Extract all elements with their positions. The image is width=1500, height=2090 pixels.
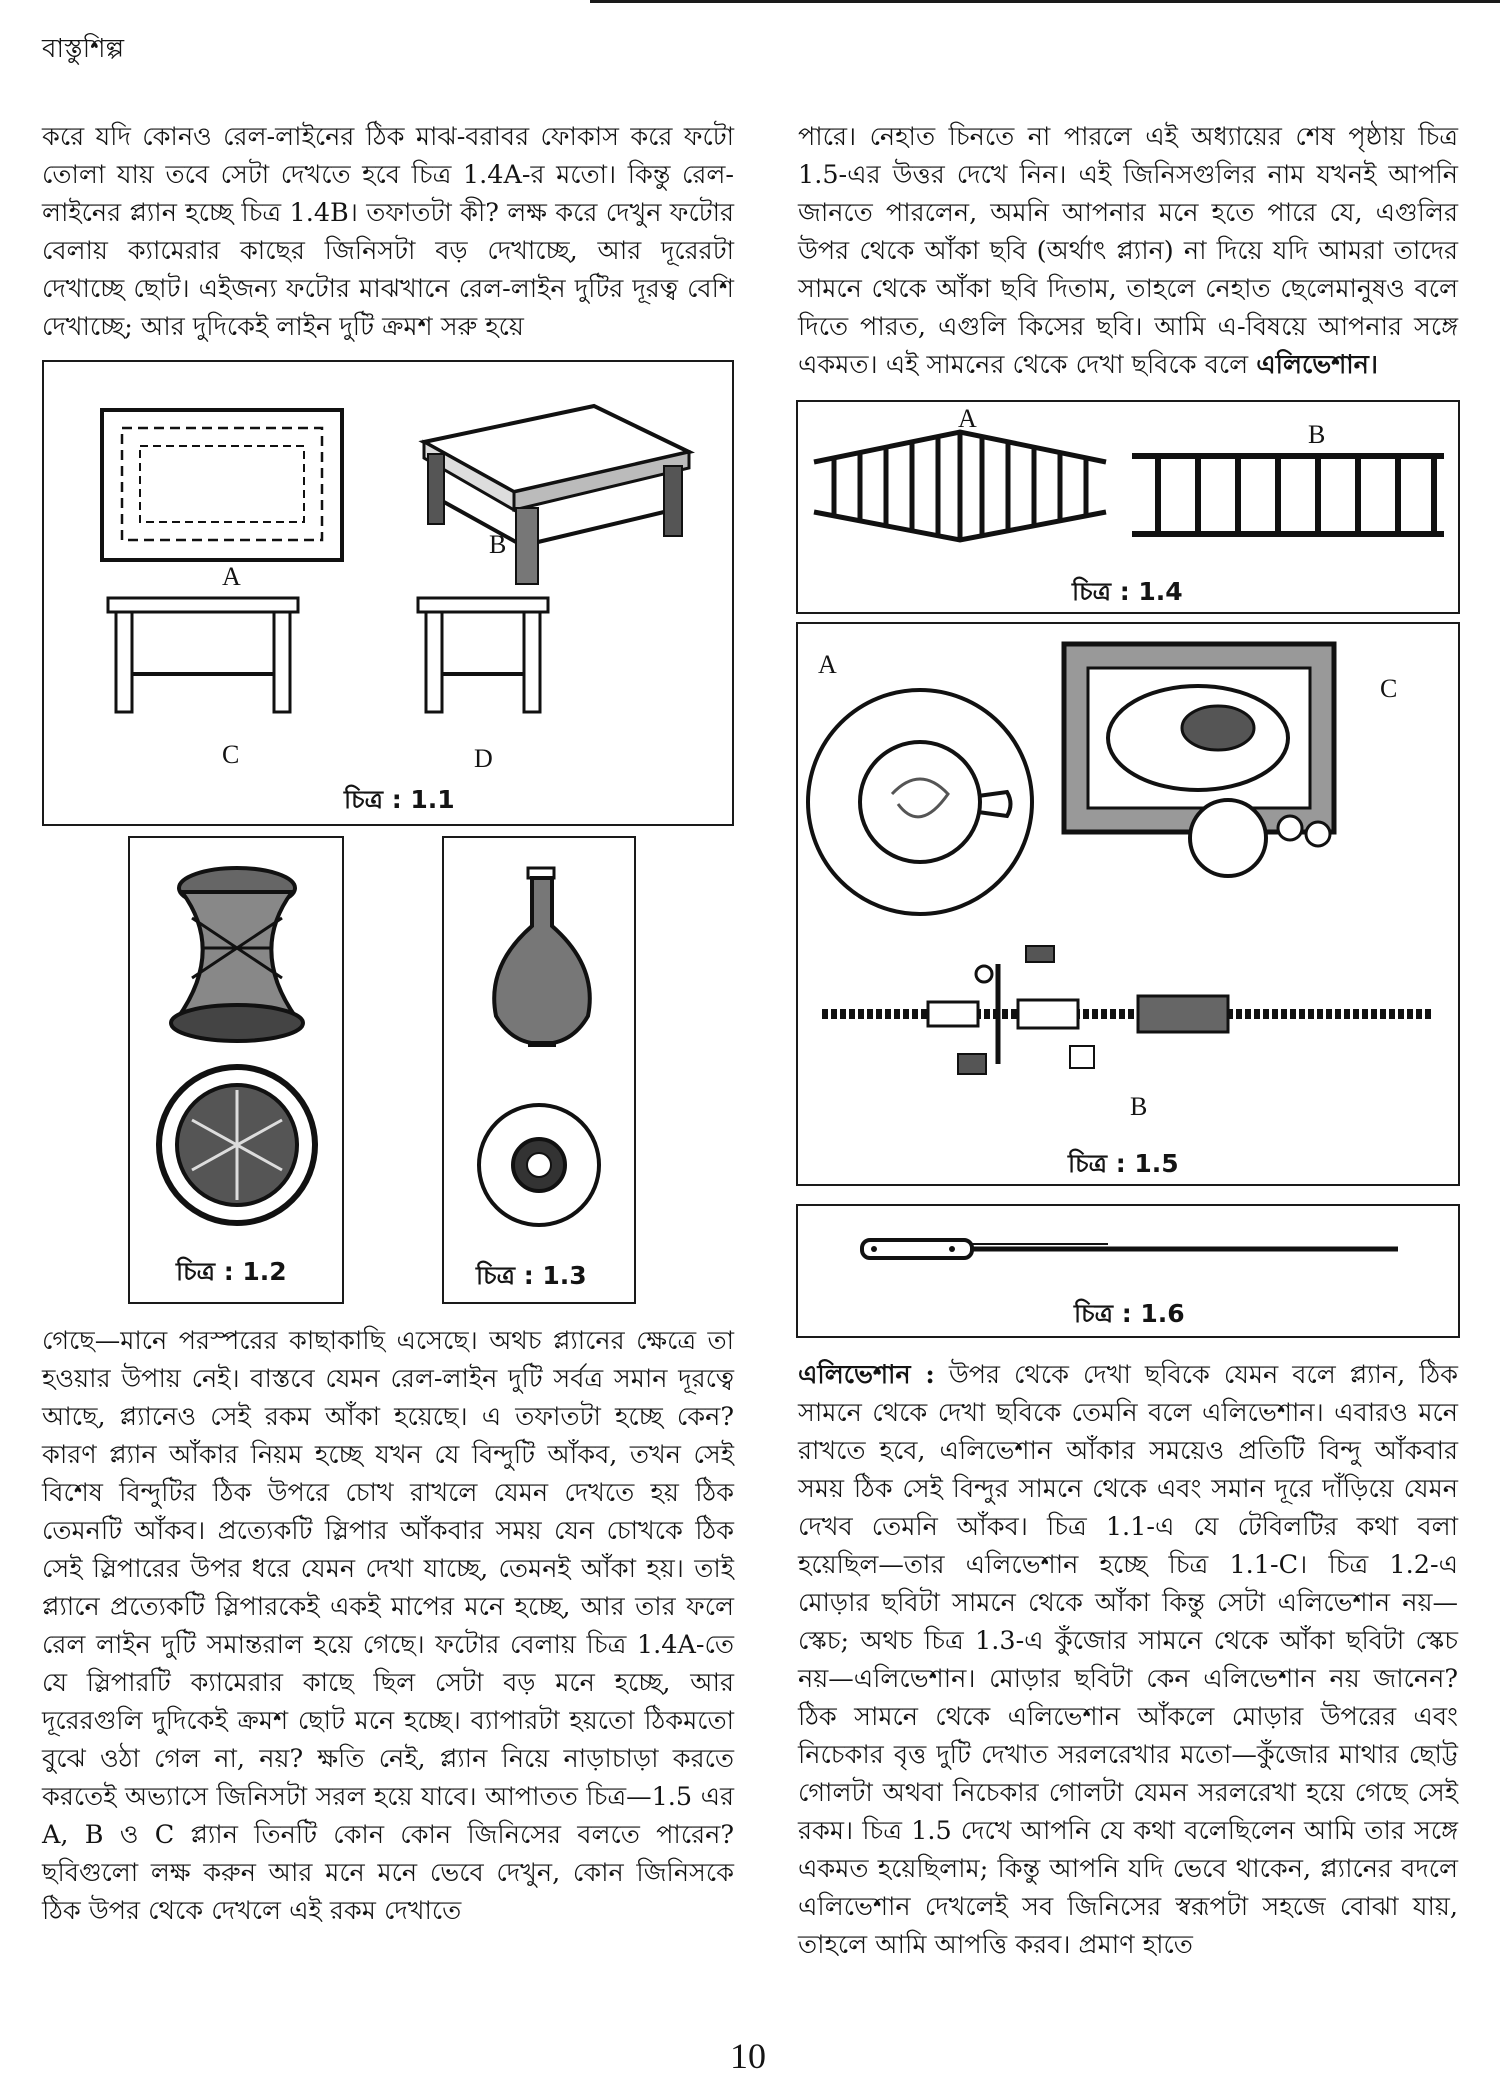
meal-plate-plan-drawing [1061,641,1337,878]
label-a: A [222,562,241,591]
figure-1-3: চিত্র : 1.3 [442,836,636,1304]
figure-caption: চিত্র : 1.5 [1068,1149,1179,1178]
figure-caption: চিত্র : 1.4 [1072,577,1183,606]
figure-1-5: A C B চিত্র : 1.5 [796,622,1460,1186]
left-paragraph-bottom: গেছে—মানে পরস্পরের কাছাকাছি এসেছে। অথচ প… [42,1326,734,1926]
table-sketch-drawing [418,403,695,585]
stool-sketch-drawing [169,866,305,1043]
figure-caption: চিত্র : 1.3 [476,1261,587,1290]
table-front-elevation-drawing [106,596,300,714]
figure-caption: চিত্র : 1.2 [176,1257,287,1286]
label-b: B [1308,420,1326,449]
cup-saucer-plan-drawing [806,688,1034,916]
table-side-elevation-drawing [416,596,550,714]
table-plan-drawing [100,408,344,562]
figure-1-6: চিত্র : 1.6 [796,1204,1460,1338]
figure-caption: চিত্র : 1.6 [1074,1299,1185,1328]
right-paragraph-top-text: পারে। নেহাত চিনতে না পারলে এই অধ্যায়ের … [798,122,1458,380]
elevation-term: এলিভেশান। [1256,350,1379,380]
right-paragraph-bottom: এলিভেশান : উপর থেকে দেখা ছবিকে যেমন বলে … [798,1356,1458,2006]
left-paragraph-top: করে যদি কোনও রেল-লাইনের ঠিক মাঝ-বরাবর ফো… [42,122,734,342]
figure-caption: চিত্র : 1.1 [344,785,455,814]
right-paragraph-top: পারে। নেহাত চিনতে না পারলে এই অধ্যায়ের … [798,118,1458,384]
figure-1-1: A B C D চিত্র : 1.1 [42,360,734,826]
figure-1-4: A B চিত্র : 1.4 [796,400,1460,614]
elevation-heading: এলিভেশান : [798,1360,935,1390]
label-d: D [474,744,493,773]
machine-plan-drawing [822,945,1434,1075]
label-a: A [818,650,837,679]
railway-photo-drawing [813,429,1107,543]
label-a: A [958,404,977,433]
label-b: B [489,530,507,559]
page-number: 10 [730,2036,766,2076]
label-c: C [1380,674,1398,703]
running-title: বাস্তুশিল্প [42,34,125,64]
vase-plan-drawing [477,1103,601,1227]
label-c: C [222,740,240,769]
label-b: B [1130,1092,1148,1121]
railway-plan-drawing [1132,453,1444,537]
vase-elevation-drawing [492,866,592,1047]
knife-elevation-drawing [860,1238,1398,1260]
stool-plan-drawing [156,1064,318,1226]
top-rule [590,0,1500,3]
right-paragraph-bottom-text: উপর থেকে দেখা ছবিকে যেমন বলে প্ল্যান, ঠি… [798,1360,1458,1960]
figure-1-2: চিত্র : 1.2 [128,836,344,1304]
